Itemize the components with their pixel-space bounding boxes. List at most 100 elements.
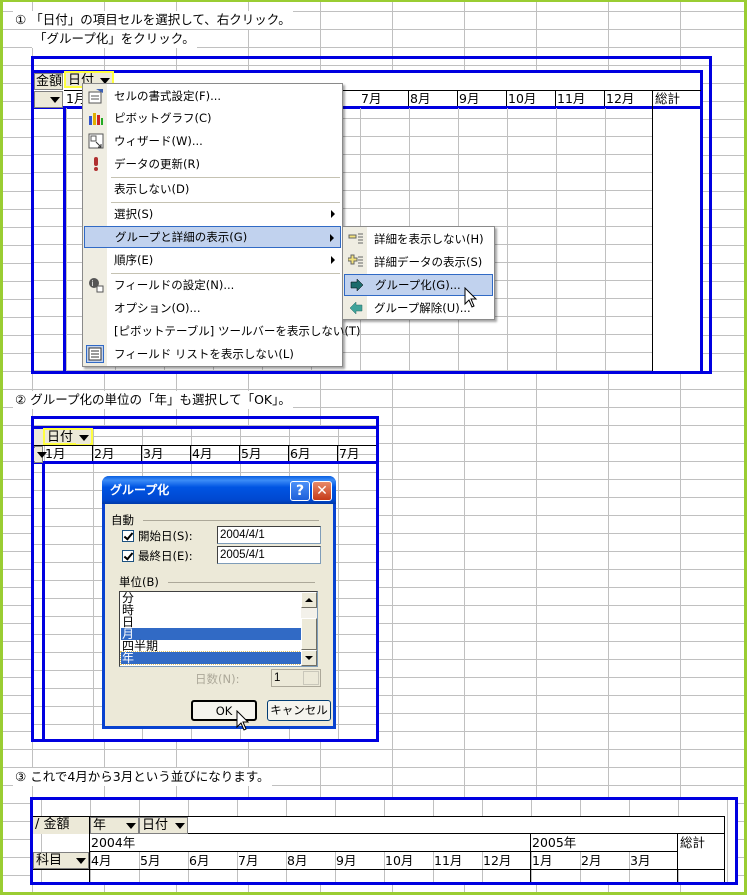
pivot3-col-may: 5月 (140, 853, 161, 868)
pivot3-col-jul: 7月 (238, 853, 259, 868)
submenu-arrow-icon (330, 234, 334, 242)
step1-text-1: 「日付」の項目セルを選択して、右クリック。 (30, 12, 291, 27)
unit-option-day[interactable]: 日 (122, 615, 135, 629)
unit-option-minute[interactable]: 分 (122, 591, 135, 605)
menu-item-hide-pivot-toolbar[interactable]: [ピボットテーブル] ツールバーを表示しない(T) (114, 324, 361, 338)
pivot3-col-dec: 12月 (483, 853, 512, 868)
pivot3-year-2004: 2004年 (91, 835, 136, 850)
step1-line1: ① 「日付」の項目セルを選択して、右クリック。 (13, 11, 293, 29)
pivot3-col-apr: 4月 (91, 853, 112, 868)
pivot-chart-icon (88, 110, 104, 126)
pivot2-col-5: 5月 (241, 446, 262, 461)
unit-listbox[interactable]: 分 時 日 月 四半期 年 (119, 591, 318, 667)
context-menu: セルの書式設定(F)... ピボットグラフ(C) ウィザード(W)... データ… (82, 83, 361, 367)
step2-number: ② (15, 392, 27, 407)
step1-line2: 「グループ化」をクリック。 (32, 30, 197, 48)
menu-item-refresh-data[interactable]: データの更新(R) (84, 153, 341, 175)
wizard-icon (88, 133, 104, 149)
submenu-arrow-icon (331, 210, 335, 218)
pivot3-date-field-button[interactable]: 日付 (139, 817, 188, 834)
dropdown-arrow-icon[interactable] (76, 431, 90, 444)
menu-item-group-and-outline[interactable]: グループと詳細の表示(G) (84, 226, 341, 248)
pivot3-col-feb: 2月 (581, 853, 602, 868)
submenu-item-show-detail[interactable]: 詳細データの表示(S) (344, 251, 493, 273)
help-button[interactable]: ? (290, 481, 310, 501)
pivot2-date-field-button[interactable]: 日付 (43, 428, 93, 445)
pivot3-col-mar: 3月 (630, 853, 651, 868)
days-spin-input: 1 (271, 669, 321, 687)
pivot1-data-field[interactable]: 金額 (34, 73, 63, 90)
show-detail-icon (347, 254, 364, 270)
scroll-up-button[interactable] (301, 592, 317, 608)
menu-item-order[interactable]: 順序(E) (84, 249, 341, 271)
refresh-data-icon (88, 156, 104, 172)
pivot1-col-9: 9月 (459, 91, 480, 106)
pivot3-data-field[interactable]: / 金額 (33, 817, 89, 834)
step3-line1: ③ これで4月から3月という並びになります。 (13, 768, 272, 786)
pivot3-row-field-button[interactable]: 科目 (33, 852, 89, 869)
end-date-checkbox[interactable] (122, 550, 134, 562)
menu-item-format-cells[interactable]: セルの書式設定(F)... (84, 85, 341, 107)
menu-item-hide-field-list[interactable]: フィールド リストを表示しない(L) (84, 343, 341, 365)
dropdown-arrow-icon[interactable] (172, 819, 186, 832)
unit-label: 単位(B) (119, 575, 159, 589)
group-icon (349, 277, 365, 293)
unit-option-quarter[interactable]: 四半期 (122, 639, 159, 653)
scroll-down-button[interactable] (301, 650, 317, 666)
pivot3-year-field-button[interactable]: 年 (90, 817, 139, 834)
dropdown-arrow-icon[interactable] (73, 854, 87, 867)
step3-number: ③ (15, 769, 27, 784)
dropdown-arrow-icon[interactable] (47, 93, 61, 106)
menu-item-wizard[interactable]: ウィザード(W)... (84, 130, 341, 152)
end-date-input[interactable]: 2005/4/1 (217, 546, 321, 564)
close-button[interactable]: ✕ (312, 481, 332, 501)
cancel-button[interactable]: キャンセル (267, 700, 331, 721)
grouping-dialog: グループ化 ? ✕ 自動 開始日(S): 2004/4/1 最終日(E): 20… (102, 476, 336, 729)
menu-item-options[interactable]: オプション(O)... (114, 301, 201, 315)
menu-item-hide[interactable]: 表示しない(D) (114, 182, 190, 196)
pivot3-outer-frame (30, 797, 738, 885)
days-label: 日数(N): (195, 672, 240, 686)
ungroup-icon (348, 300, 364, 316)
pivot2-row-field-button[interactable] (34, 446, 47, 463)
pivot3-col-oct: 10月 (385, 853, 414, 868)
unit-list-scrollbar[interactable] (301, 592, 317, 666)
dropdown-arrow-icon[interactable] (123, 819, 137, 832)
submenu-item-ungroup[interactable]: グループ解除(U)... (344, 297, 493, 319)
pivot3-col-sep: 9月 (336, 853, 357, 868)
unit-option-month[interactable]: 月 (121, 628, 301, 640)
submenu-item-hide-detail[interactable]: 詳細を表示しない(H) (344, 228, 493, 250)
start-date-input[interactable]: 2004/4/1 (217, 526, 321, 544)
pivot1-total-header: 総計 (655, 91, 681, 106)
step3-text: これで4月から3月という並びになります。 (30, 769, 270, 784)
unit-option-hour[interactable]: 時 (122, 603, 135, 617)
pivot3-col-aug: 8月 (287, 853, 308, 868)
step2-line1: ② グループ化の単位の「年」も選択して「OK」。 (13, 391, 293, 409)
pivot3-total-header: 総計 (680, 835, 706, 850)
step1-number: ① (15, 12, 27, 27)
menu-item-select[interactable]: 選択(S) (84, 203, 341, 225)
hide-detail-icon (348, 231, 364, 247)
submenu-arrow-icon (331, 256, 335, 264)
dialog-title-bar[interactable]: グループ化 ? ✕ (102, 476, 336, 504)
arrow-up-icon (305, 598, 313, 602)
dropdown-arrow-icon[interactable] (34, 448, 47, 461)
pivot3-col-jun: 6月 (189, 853, 210, 868)
start-date-checkbox[interactable] (122, 530, 134, 542)
days-spinner-icon (303, 671, 319, 685)
pivot1-col-10: 10月 (508, 91, 537, 106)
pivot2-col-2: 2月 (94, 446, 115, 461)
menu-item-pivot-chart[interactable]: ピボットグラフ(C) (84, 107, 341, 129)
submenu-item-group[interactable]: グループ化(G)... (344, 274, 493, 296)
unit-option-year[interactable]: 年 (120, 651, 302, 665)
field-list-icon (86, 345, 104, 363)
group-submenu: 詳細を表示しない(H) 詳細データの表示(S) グループ化(G)... グループ… (342, 226, 495, 320)
scroll-thumb[interactable] (301, 618, 317, 650)
pivot2-outer-frame (31, 416, 379, 742)
menu-item-field-settings[interactable]: i フィールドの設定(N)... (84, 274, 341, 296)
pivot1-outer-frame (31, 56, 712, 374)
pivot1-col-7: 7月 (361, 91, 382, 106)
pivot1-row-field-button[interactable] (34, 91, 63, 108)
auto-group-label: 自動 (111, 513, 134, 527)
